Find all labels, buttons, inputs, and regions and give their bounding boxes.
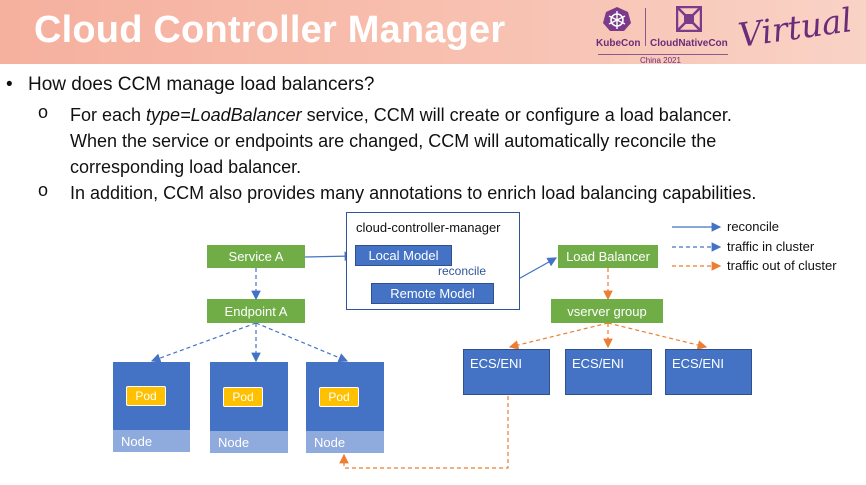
cloudnativecon-logo-icon: [676, 6, 702, 32]
arrow-vserver-to-ecs-1: [508, 322, 609, 350]
pod-1: Pod: [126, 386, 166, 406]
cloudnativecon-label: CloudNativeCon: [650, 38, 728, 49]
node-2-label: Node: [210, 431, 288, 453]
reconcile-label: reconcile: [438, 264, 487, 278]
circle-bullet-icon: o: [38, 180, 49, 200]
legend-traffic-in: traffic in cluster: [727, 239, 815, 254]
ecs-eni-box-1: ECS/ENI: [463, 349, 550, 395]
sub-bullet-1-line-1: For each type=LoadBalancer service, CCM …: [70, 105, 732, 125]
arrow-service-to-local-model: [304, 251, 355, 261]
service-a-box: Service A: [207, 245, 305, 268]
header-banner: Cloud Controller Manager KubeCon CloudNa…: [0, 0, 866, 65]
china-2021-label: China 2021: [640, 56, 681, 65]
pod-3: Pod: [319, 387, 359, 407]
arrow-ecs-to-node-3: [339, 396, 509, 469]
node-1-label: Node: [113, 430, 190, 452]
pod-2: Pod: [223, 387, 263, 407]
sub-bullet-1-line-3: corresponding load balancer.: [70, 157, 302, 177]
ecs-eni-box-2: ECS/ENI: [565, 349, 652, 395]
sub-bullet-1-line-2: When the service or endpoints are change…: [70, 131, 717, 151]
load-balancer-box: Load Balancer: [558, 245, 658, 268]
kubecon-label: KubeCon: [596, 38, 641, 49]
arrow-endpoint-to-node-1: [150, 322, 257, 363]
arrow-endpoint-to-node-3: [255, 322, 349, 363]
endpoint-a-box: Endpoint A: [207, 299, 305, 323]
legend-reconcile: reconcile: [727, 219, 780, 234]
vserver-group-box: vserver group: [551, 299, 663, 323]
arrow-vserver-to-ecs-3: [607, 322, 708, 350]
local-model-box: Local Model: [355, 245, 452, 266]
node-3-label: Node: [306, 431, 384, 453]
page-title: Cloud Controller Manager: [34, 9, 506, 51]
kubecon-logo-icon: [603, 7, 631, 31]
ecs-eni-box-3: ECS/ENI: [665, 349, 752, 395]
logo-divider: [645, 8, 646, 46]
bullet-dot-icon: •: [6, 74, 13, 95]
remote-model-box: Remote Model: [371, 283, 494, 304]
china-divider: [598, 54, 728, 55]
circle-bullet-icon: o: [38, 102, 49, 122]
ccm-label: cloud-controller-manager: [356, 220, 501, 235]
legend-traffic-out: traffic out of cluster: [727, 258, 837, 273]
